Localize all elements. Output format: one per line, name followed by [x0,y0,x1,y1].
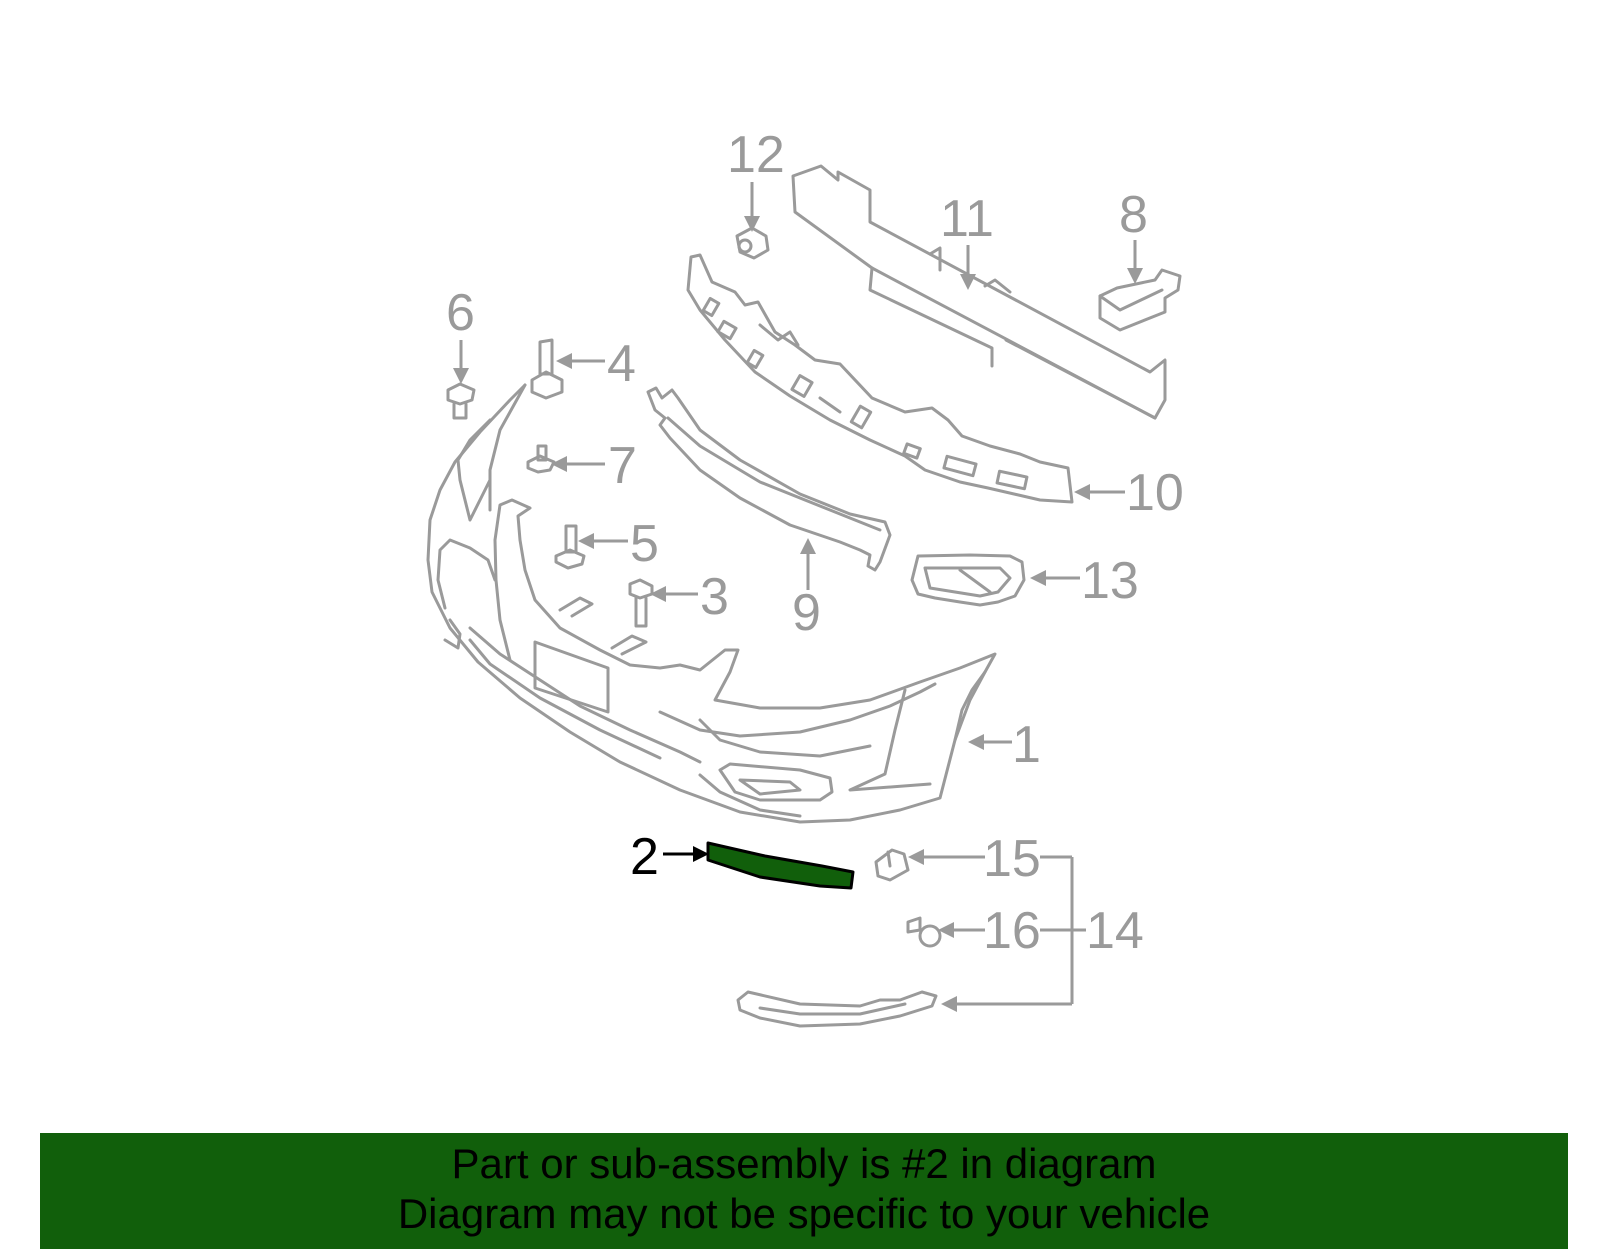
part-1-bumper-cover [426,383,997,824]
part-15-clip [874,848,910,882]
callout-14[interactable]: 14 [1086,902,1144,960]
part-5-screw [554,524,586,570]
part-2-lower-molding-highlighted [706,841,855,890]
info-banner: Part or sub-assembly is #2 in diagram Di… [40,1133,1568,1249]
callout-5[interactable]: 5 [630,515,659,573]
callout-9[interactable]: 9 [792,584,821,642]
callout-15[interactable]: 15 [983,830,1041,888]
banner-line-part-number: Part or sub-assembly is #2 in diagram [451,1140,1157,1187]
part-11-reinforcement-bar [791,164,1167,420]
callout-4[interactable]: 4 [607,335,636,393]
part-3-bolt [628,578,654,628]
part-4-bolt [530,338,564,400]
callout-3[interactable]: 3 [700,568,729,626]
leader-lines [453,182,1143,1012]
part-10-absorber [686,253,1074,504]
part-12-nut [735,226,770,260]
part-14-lower-garnish [736,990,938,1028]
part-16-bolt [906,916,942,948]
callout-13[interactable]: 13 [1081,552,1139,610]
callout-6[interactable]: 6 [446,284,475,342]
part-13-fog-bezel [910,553,1026,607]
part-6-screw [446,382,476,420]
part-8-bracket [1098,268,1182,332]
banner-line-disclaimer: Diagram may not be specific to your vehi… [397,1190,1211,1237]
callout-7[interactable]: 7 [608,437,637,495]
callout-16[interactable]: 16 [983,902,1041,960]
callout-10[interactable]: 10 [1126,464,1184,522]
callout-8[interactable]: 8 [1119,186,1148,244]
callout-11[interactable]: 11 [940,190,994,248]
callout-2[interactable]: 2 [630,828,659,886]
part-9-retainer [646,386,892,572]
callout-1[interactable]: 1 [1012,716,1041,774]
callout-12[interactable]: 12 [727,126,785,184]
part-7-clip [526,444,556,474]
callout-labels: 12 11 8 6 4 7 5 3 9 10 13 1 2 15 16 14 [446,126,1184,960]
